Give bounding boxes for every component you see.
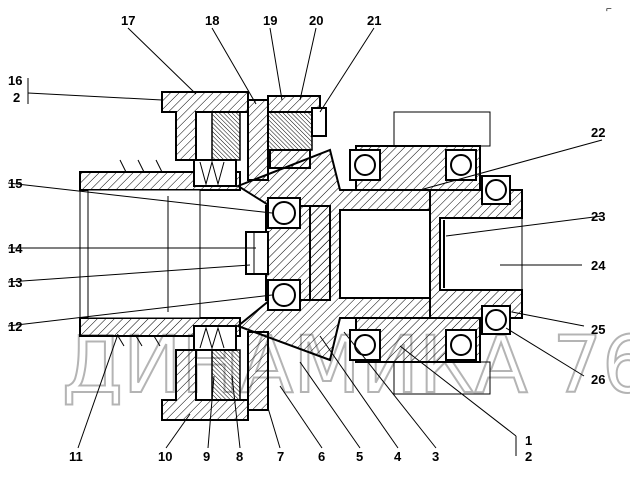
left-sleeve [79,159,241,347]
label-3: 3 [432,449,439,464]
label-10: 10 [158,449,172,464]
label-13: 13 [8,275,22,290]
label-21: 21 [367,13,381,28]
label-23: 23 [591,209,605,224]
label-5: 5 [356,449,363,464]
fraction-top-numerator: 16 [8,73,22,88]
label-7: 7 [277,449,284,464]
corner-mark: ⌐ [606,4,612,15]
label-9: 9 [203,449,210,464]
label-14: 14 [8,241,23,256]
label-24: 24 [591,258,606,273]
label-26: 26 [591,372,605,387]
label-25: 25 [591,322,605,337]
fraction-bottom-numerator: 1 [525,433,532,448]
leader-lines [7,27,603,456]
fraction-bottom-denominator: 2 [525,449,532,464]
label-22: 22 [591,125,605,140]
label-18: 18 [205,13,219,28]
bearing-12 [267,279,301,311]
label-6: 6 [318,449,325,464]
label-20: 20 [309,13,323,28]
fraction-top-denominator: 2 [13,90,20,105]
label-8: 8 [236,449,243,464]
output-shaft [429,189,523,319]
label-4: 4 [394,449,402,464]
label-19: 19 [263,13,277,28]
part-labels: 17 18 19 20 21 16 2 15 14 13 12 22 23 24… [8,13,606,464]
bearing-15 [267,197,301,229]
upper-right-gear [349,111,511,205]
label-15: 15 [8,176,22,191]
gear-top [267,95,327,169]
label-12: 12 [8,319,22,334]
label-11: 11 [69,449,83,464]
label-17: 17 [121,13,135,28]
